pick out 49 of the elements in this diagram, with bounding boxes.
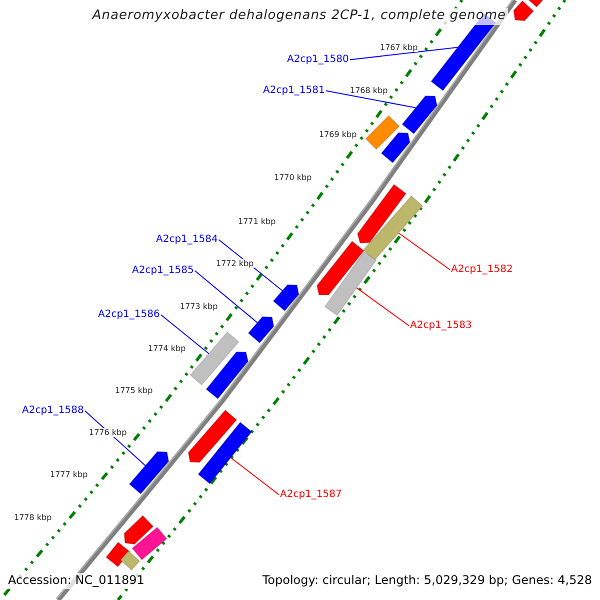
gene-bar [324,251,377,316]
leader-line [325,90,416,108]
leader-line [356,287,410,326]
gene-bar [206,351,249,400]
gene-label: A2cp1_1581 [263,85,325,96]
gene-bar [248,316,274,344]
scale-label: 1775 kbp [115,386,153,396]
gene-label: A2cp1_1587 [280,489,342,500]
leader-line [349,46,458,60]
gene-bar [128,451,170,495]
gene-label: A2cp1_1586 [98,309,160,320]
gene-label: A2cp1_1580 [287,54,349,66]
gene-bar [402,95,438,134]
info-text: Accession: NC_011891 [6,573,146,589]
scale-label: 1773 kbp [180,302,218,312]
scale-label: 1769 kbp [319,130,357,140]
scale-label: 1771 kbp [238,217,276,226]
gene-label: A2cp1_1584 [156,234,218,246]
gene-bar [132,526,168,560]
info-text: Topology: circular; Length: 5,029,329 bp; Genes: 4,528 [260,573,594,589]
scale-label: 1774 kbp [148,344,186,354]
scale-label: 1770 kbp [274,173,312,182]
gene-label: A2cp1_1583 [410,320,472,332]
gene-bar [120,550,140,571]
leader-line [194,270,258,324]
gene-bar [356,184,407,244]
gene-bar [380,132,410,164]
gene-bar [513,0,534,22]
gene-label: A2cp1_1585 [132,265,194,276]
leader-line [230,457,280,496]
title: Anaeromyxobacter dehalogenans 2CP-1, complete genome [90,8,508,25]
scale-label: 1777 kbp [50,470,88,480]
gene-bar [316,240,365,296]
leader-line [160,314,210,354]
gene-bar [124,514,154,545]
gene-label: A2cp1_1582 [451,264,513,276]
leader-line [398,232,450,270]
gene-bar [272,284,300,312]
gene-bar [365,115,400,150]
gene-bar [198,422,252,484]
gene-bar [188,409,238,463]
gene-bar [190,331,240,386]
scale-label: 1778 kbp [14,513,52,522]
gene-label: A2cp1_1588 [22,405,84,416]
scale-label: 1768 kbp [350,86,388,96]
scale-label: 1767 kbp [380,43,418,52]
scale-label: 1776 kbp [89,428,127,438]
scale-label: 1772 kbp [216,259,254,268]
gene-bar [362,195,424,261]
